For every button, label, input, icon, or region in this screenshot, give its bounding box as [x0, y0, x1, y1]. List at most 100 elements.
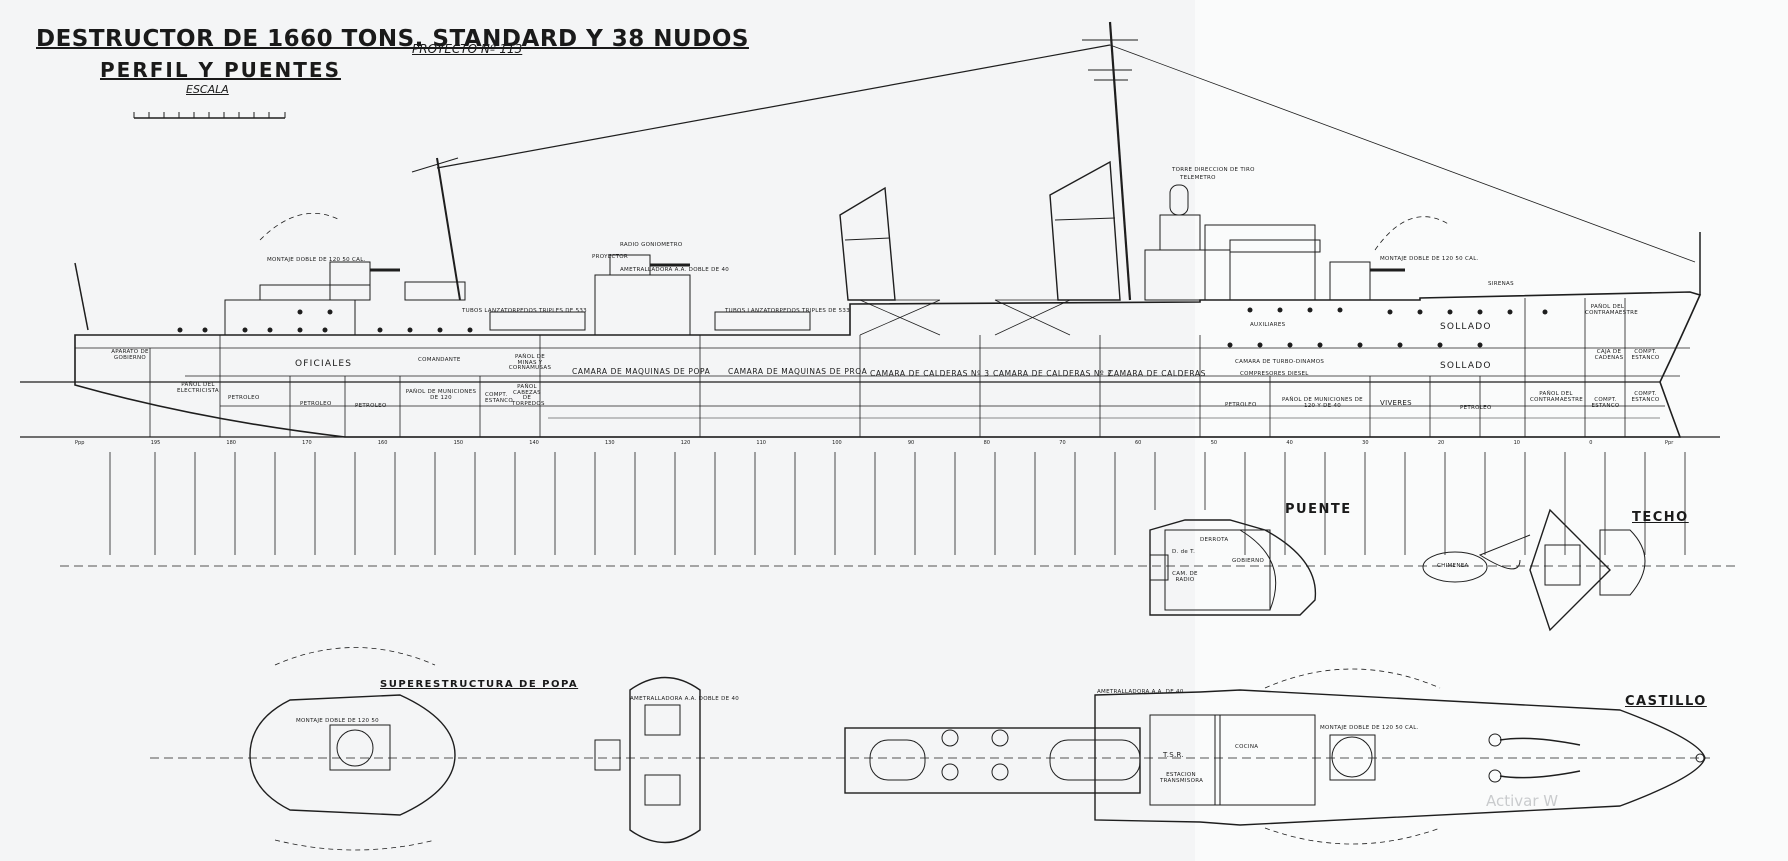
frame-number: 195: [150, 440, 161, 446]
reference-lines: [20, 381, 1740, 759]
gun-arcs: [259, 213, 1451, 251]
compartment-petroleo-5: PETROLEO: [1460, 405, 1492, 411]
view-title-superestructura-popa: SUPERESTRUCTURA DE POPA: [380, 679, 579, 690]
compartment-caja-cadenas: CAJA DE CADENAS: [1594, 349, 1624, 361]
project-number: PROYECTO Nº 113: [412, 42, 523, 56]
frame-number: 30: [1362, 440, 1369, 446]
paper-fold-highlight: [1195, 0, 1788, 861]
label-tsr: T.S.R.: [1163, 751, 1184, 759]
compartment-sollado-lower: SOLLADO: [1440, 361, 1492, 371]
compartment-municiones-proa: PAÑOL DE MUNICIONES DE 120 Y DE 40: [1282, 397, 1363, 409]
label-gobierno: GOBIERNO: [1232, 558, 1265, 564]
label-derrota: DERROTA: [1200, 537, 1229, 543]
label-radio-goniometro: RADIO GONIOMETRO: [620, 242, 683, 248]
label-ametralladora: AMETRALLADORA A.A. DOBLE DE 40: [620, 267, 730, 273]
compartment-panol-contramaestre-upper: PAÑOL DEL CONTRAMAESTRE: [1585, 304, 1639, 316]
compartment-panol-electricista: PAÑOL DEL ELECTRICISTA: [177, 382, 219, 394]
frame-number: 90: [907, 440, 915, 446]
compartment-compresores: COMPRESORES DIESEL: [1240, 371, 1309, 377]
drawing-subtitle: PERFIL Y PUENTES: [100, 58, 341, 82]
label-tubos-proa: TUBOS LANZATORPEDOS TRIPLES DE 533: [725, 308, 850, 314]
frame-number: Ppp: [75, 440, 85, 446]
view-title-puente: PUENTE: [1285, 502, 1352, 517]
label-estacion: ESTACION TRANSMISORA: [1160, 772, 1204, 784]
hull-profile: [74, 291, 1702, 438]
funnels: [839, 160, 1121, 336]
castillo-plan: [844, 668, 1706, 845]
frame-number: 130: [605, 440, 615, 446]
scale-label: ESCALA: [186, 83, 229, 96]
compartment-oficiales: OFICIALES: [295, 359, 353, 369]
frame-number: 120: [680, 440, 691, 446]
label-montaje-popa: MONTAJE DOBLE DE 120 50 CAL.: [267, 257, 366, 263]
bulkheads: [149, 298, 1626, 437]
frame-number: 10: [1513, 440, 1520, 446]
compartment-petroleo-2: PETROLEO: [300, 401, 332, 407]
frame-number: 50: [1210, 440, 1218, 446]
label-telemetro: TELEMETRO: [1180, 175, 1216, 181]
frame-number: Ppr: [1665, 440, 1674, 446]
label-torre-direccion: TORRE DIRECCION DE TIRO: [1172, 167, 1255, 173]
frame-number: 150: [453, 440, 464, 446]
compartment-petroleo-3: PETROLEO: [355, 403, 387, 409]
compartment-calderas-3: CAMARA DE CALDERAS Nº 3: [870, 369, 990, 378]
compartment-calderas-1: CAMARA DE CALDERAS: [1108, 369, 1206, 378]
compartment-petroleo-1: PETROLEO: [228, 395, 260, 401]
compartment-aparato-gobierno: APARATO DE GOBIERNO: [111, 349, 149, 361]
puente-plan: [1149, 519, 1317, 616]
compartment-panol-contramaestre: PAÑOL DEL CONTRAMAESTRE: [1530, 391, 1584, 403]
label-dir-tiro: D. de T.: [1172, 549, 1196, 555]
popa-plan: [249, 647, 456, 851]
frame-number: 40: [1286, 440, 1293, 446]
frame-number: 160: [377, 440, 388, 446]
compartment-panol-cabezas: PAÑOL CABEZAS DE TORPEDOS: [512, 384, 545, 407]
compartment-municiones-popa: PAÑOL DE MUNICIONES DE 120: [405, 389, 477, 401]
label-tubos-popa: TUBOS LANZATORPEDOS TRIPLES DE 533: [462, 308, 587, 314]
portholes: [177, 307, 1548, 348]
compartment-estanco-upper: COMPT. ESTANCO: [1631, 349, 1660, 361]
compartment-auxiliares: AUXILIARES: [1250, 322, 1286, 328]
masts-rigging: [74, 21, 1701, 331]
compartment-maquinas-proa: CAMARA DE MAQUINAS DE PROA: [728, 367, 868, 376]
compartment-estanco-3: COMPT. ESTANCO: [1631, 391, 1660, 403]
frame-stations: [109, 452, 1686, 555]
frame-number: 60: [1135, 440, 1142, 446]
label-cocina: COCINA: [1235, 744, 1259, 750]
compartment-panol-minas: PAÑOL DE MINAS Y CORNAMUSAS: [508, 354, 552, 371]
label-proyector: PROYECTOR: [592, 254, 629, 260]
frame-number: 110: [756, 440, 766, 446]
view-title-castillo: CASTILLO: [1625, 694, 1707, 709]
techo-plan: [1422, 508, 1646, 632]
compartment-estanco-1: COMPT. ESTANCO: [485, 392, 514, 404]
frame-number: 170: [302, 440, 312, 446]
label-camara-radio: CAM. DE RADIO: [1172, 571, 1198, 583]
frame-number: 180: [226, 440, 236, 446]
aft-gun-platform: [594, 676, 701, 844]
label-castillo-montaje: MONTAJE DOBLE DE 120 50 CAL.: [1320, 725, 1419, 731]
compartment-viveres: VIVERES: [1380, 399, 1412, 407]
label-montaje-proa: MONTAJE DOBLE DE 120 50 CAL.: [1380, 256, 1479, 262]
compartment-sollado-upper: SOLLADO: [1440, 322, 1492, 332]
drawing-title: DESTRUCTOR DE 1660 TONS. STANDARD Y 38 N…: [36, 26, 749, 52]
scale-bar: [133, 112, 286, 119]
view-title-techo: TECHO: [1632, 510, 1689, 525]
frame-number: 80: [983, 440, 990, 446]
compartment-calderas-2: CAMARA DE CALDERAS Nº 2: [993, 369, 1113, 378]
label-castillo-ametralladora: AMETRALLADORA A.A. DE 40: [1097, 689, 1184, 695]
frame-number: 140: [529, 440, 539, 446]
frame-number: 100: [832, 440, 842, 446]
label-popa-ametralladora: AMETRALLADORA A.A. DOBLE DE 40: [630, 696, 740, 702]
frame-number: 20: [1437, 440, 1445, 446]
frame-number: 70: [1059, 440, 1066, 446]
label-sirenas: SIRENAS: [1488, 281, 1514, 287]
frame-number: 0: [1589, 440, 1593, 446]
superstructure: [224, 184, 1405, 336]
label-popa-montaje: MONTAJE DOBLE DE 120 50: [296, 718, 379, 724]
label-chimenea: CHIMENEA: [1437, 563, 1469, 569]
compartment-comandante: COMANDANTE: [418, 357, 461, 363]
compartment-estanco-2: COMPT. ESTANCO: [1591, 397, 1620, 409]
os-activation-watermark: Activar W: [1486, 792, 1559, 810]
compartment-turbo-dinamos: CAMARA DE TURBO-DINAMOS: [1235, 359, 1325, 365]
